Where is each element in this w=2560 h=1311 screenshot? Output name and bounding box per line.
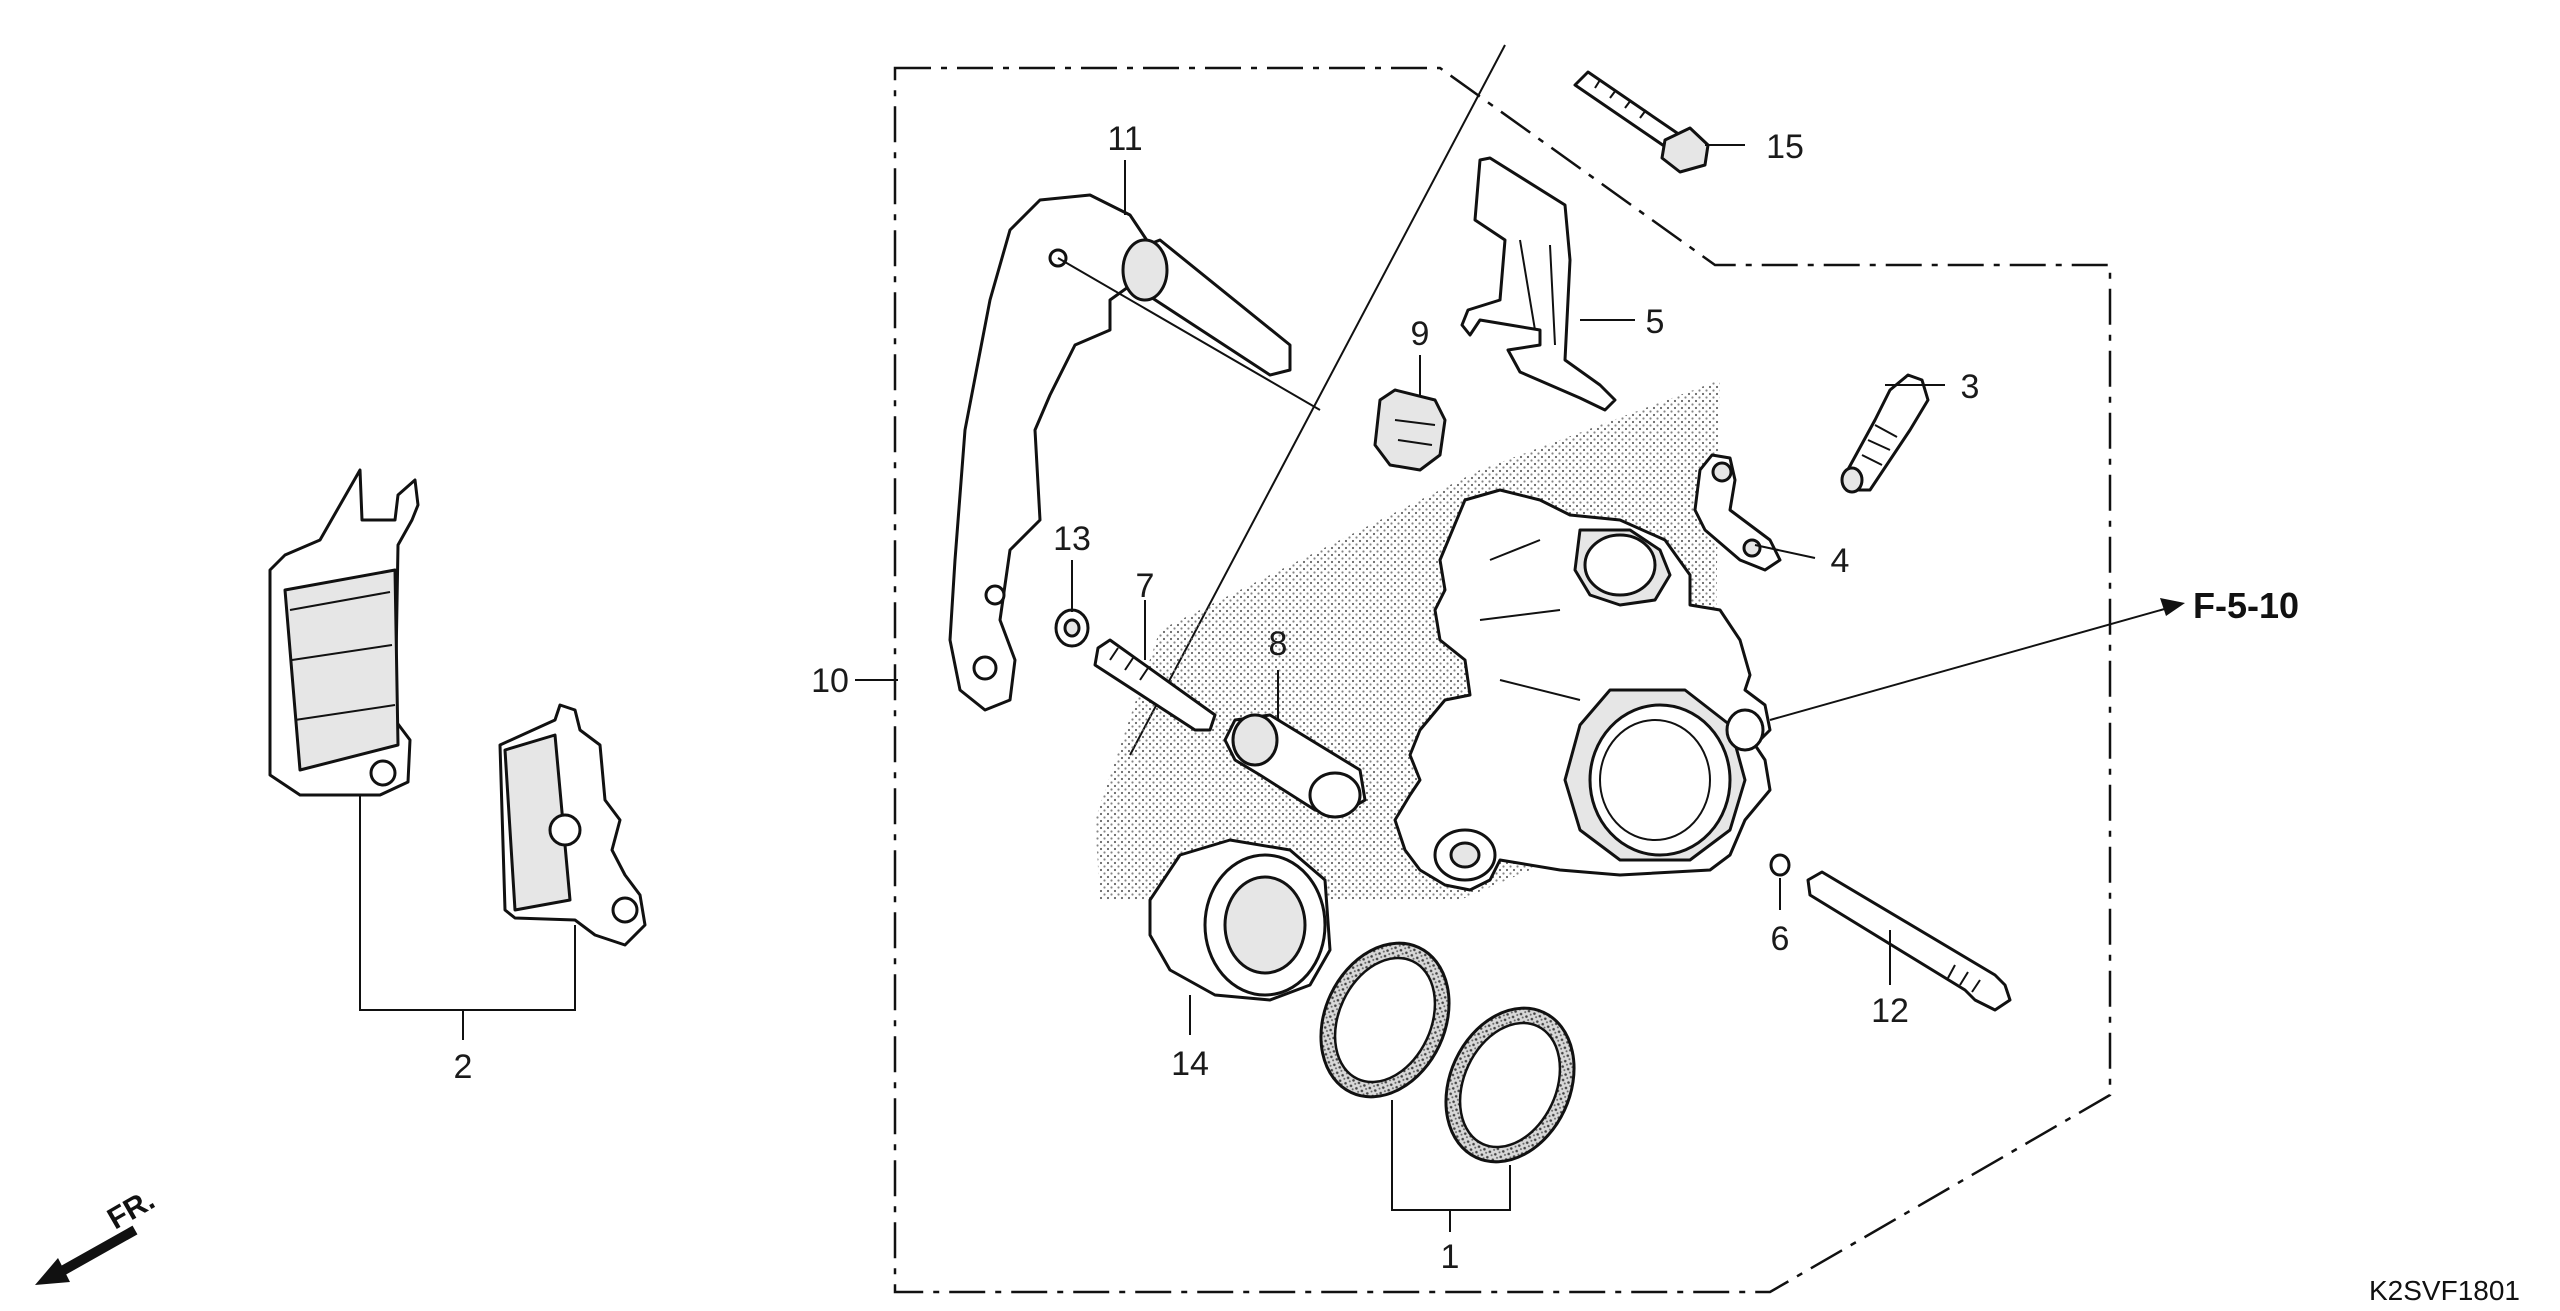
- front-direction-indicator: FR.: [35, 1183, 160, 1285]
- caliper-bracket: [948, 193, 1321, 712]
- bleeder-screw: [1840, 373, 1930, 494]
- reference-code: F-5-10: [2193, 585, 2299, 626]
- caliper-body: [1393, 488, 1772, 892]
- front-label: FR.: [102, 1183, 160, 1236]
- pad-spring: [1460, 156, 1617, 412]
- bleeder-cap: [1373, 388, 1447, 472]
- callout-1: 1: [1441, 1238, 1460, 1276]
- callout-7: 7: [1136, 567, 1155, 605]
- sensor-bracket: [1693, 453, 1782, 572]
- mounting-bolt: [1573, 70, 1710, 174]
- callout-15: 15: [1766, 128, 1804, 166]
- callout-8: 8: [1269, 625, 1288, 663]
- pin-boot: [1223, 713, 1367, 819]
- diagram-code: K2SVF1801: [2369, 1275, 2520, 1306]
- callout-6: 6: [1771, 920, 1790, 958]
- callout-10: 10: [811, 662, 849, 700]
- leader-lines: [855, 144, 2185, 1232]
- caliper-piston: [1148, 838, 1332, 1002]
- small-seal: [1054, 608, 1090, 648]
- callout-14: 14: [1171, 1045, 1209, 1083]
- brake-pads: [268, 468, 647, 1040]
- slide-pin: [1806, 870, 2012, 1012]
- callout-5: 5: [1646, 303, 1665, 341]
- retainer-pin: [1093, 638, 1217, 732]
- small-o-ring: [1769, 853, 1791, 877]
- callout-9: 9: [1411, 315, 1430, 353]
- callout-3: 3: [1961, 368, 1980, 406]
- callout-11: 11: [1107, 120, 1142, 158]
- callout-2: 2: [454, 1048, 473, 1086]
- assembly-boundary: [893, 66, 2112, 1294]
- callout-13: 13: [1053, 520, 1091, 558]
- callout-4: 4: [1831, 542, 1850, 580]
- piston-seals: [1319, 941, 1576, 1164]
- callout-12: 12: [1871, 992, 1909, 1030]
